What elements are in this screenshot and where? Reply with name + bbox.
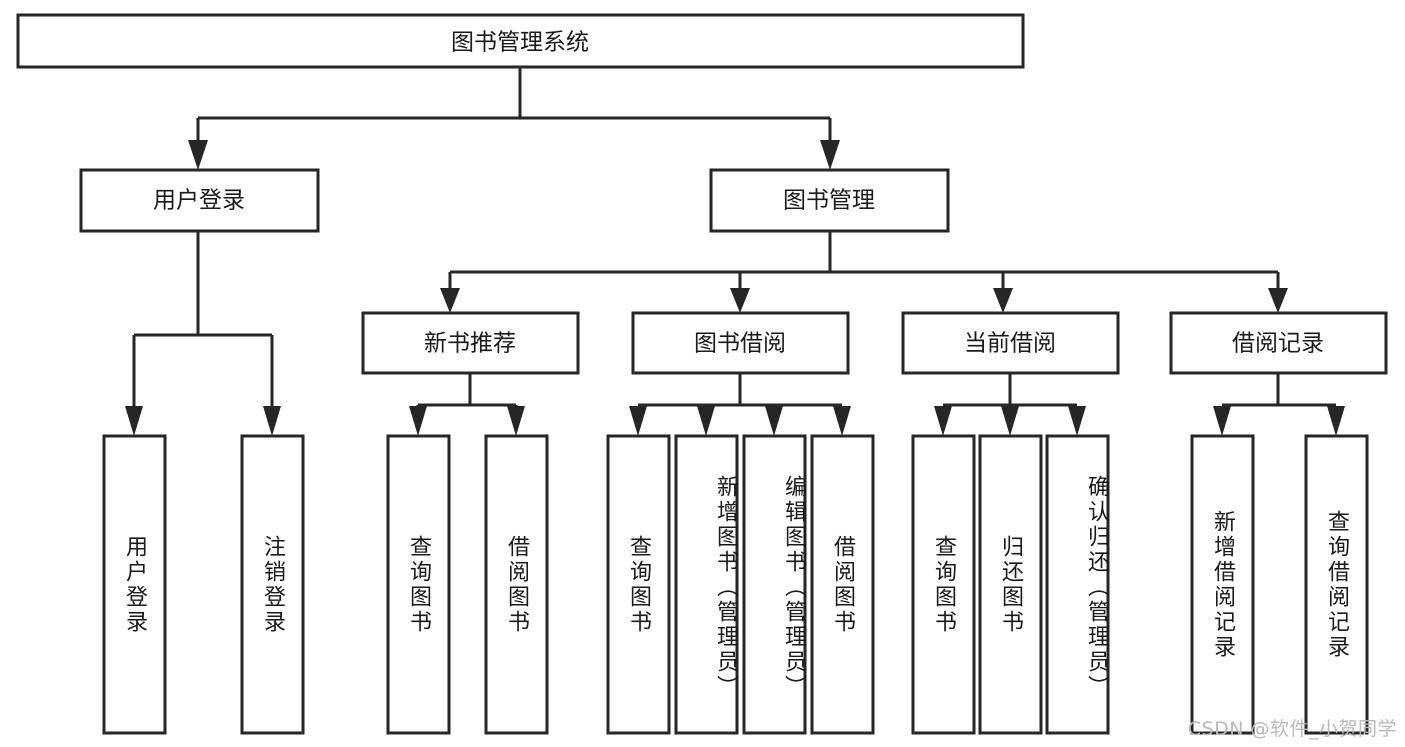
leaf-box-query-book-2[interactable]	[606, 434, 671, 735]
node-borrow-record[interactable]: 借阅记录	[1169, 311, 1388, 375]
node-new-book-recommend-box[interactable]	[361, 311, 580, 375]
leaf-box-edit-book[interactable]	[742, 434, 807, 735]
node-book-borrow-box[interactable]	[631, 311, 850, 375]
node-borrow-record-box[interactable]	[1169, 311, 1388, 375]
node-book-borrow[interactable]: 图书借阅	[631, 311, 850, 375]
node-root[interactable]: 图书管理系统	[16, 13, 1025, 69]
watermark-text: CSDN @软件_小贺同学	[1187, 718, 1397, 740]
node-new-book-recommend[interactable]: 新书推荐	[361, 311, 580, 375]
leaf-box-query-record[interactable]	[1304, 434, 1369, 735]
arrow-leaf-query-book-2	[629, 406, 647, 436]
leaf-box-confirm-return[interactable]	[1045, 434, 1110, 735]
arrow-to-book-management	[820, 140, 840, 170]
node-current-borrow-box[interactable]	[901, 311, 1120, 375]
arrow-leaf-return-book	[1001, 406, 1019, 436]
node-book-management-label: 图书管理	[783, 188, 875, 214]
node-borrow-record-label: 借阅记录	[1232, 331, 1324, 357]
node-current-borrow[interactable]: 当前借阅	[901, 311, 1120, 375]
node-user-login-label: 用户登录	[153, 188, 245, 214]
connector-layer	[125, 67, 1345, 436]
node-book-borrow-label: 图书借阅	[694, 331, 786, 357]
arrow-leaf-add-book	[697, 406, 715, 436]
arrow-leaf-edit-book	[765, 406, 783, 436]
leaf-box-borrow-book-1[interactable]	[484, 434, 549, 735]
arrow-to-new-book-recommend	[440, 288, 460, 313]
arrow-leaf-user-login	[125, 406, 143, 436]
arrow-leaf-borrow-book-1	[507, 406, 525, 436]
arrow-to-book-borrow	[730, 288, 750, 313]
arrow-to-user-login	[188, 140, 208, 170]
arrow-to-borrow-record	[1268, 288, 1288, 313]
leaf-box-add-record[interactable]	[1190, 434, 1255, 735]
arrow-leaf-user-logout	[263, 406, 281, 436]
arrow-leaf-query-book-1	[409, 406, 427, 436]
node-book-management[interactable]: 图书管理	[709, 168, 950, 233]
arrow-leaf-borrow-book-2	[833, 406, 851, 436]
node-user-login[interactable]: 用户登录	[79, 168, 320, 233]
leaf-box-user-login[interactable]	[102, 434, 167, 735]
node-new-book-recommend-label: 新书推荐	[424, 331, 516, 357]
leaf-box-add-book[interactable]	[674, 434, 739, 735]
node-user-login-box[interactable]	[79, 168, 320, 233]
arrow-leaf-query-record	[1327, 406, 1345, 436]
leaf-box-user-logout[interactable]	[240, 434, 305, 735]
node-current-borrow-label: 当前借阅	[964, 331, 1056, 357]
leaf-box-return-book[interactable]	[978, 434, 1043, 735]
arrow-leaf-add-record	[1213, 406, 1231, 436]
node-root-box[interactable]	[16, 13, 1025, 69]
arrow-leaf-confirm-return	[1068, 406, 1086, 436]
node-root-label: 图书管理系统	[451, 30, 589, 56]
leaf-box-query-book-1[interactable]	[386, 434, 451, 735]
leaf-boxes-layer	[102, 434, 1369, 735]
leaf-box-borrow-book-2[interactable]	[810, 434, 875, 735]
arrow-leaf-query-book-3	[934, 406, 952, 436]
arrow-to-current-borrow	[993, 288, 1013, 313]
node-book-management-box[interactable]	[709, 168, 950, 233]
leaf-box-query-book-3[interactable]	[911, 434, 976, 735]
